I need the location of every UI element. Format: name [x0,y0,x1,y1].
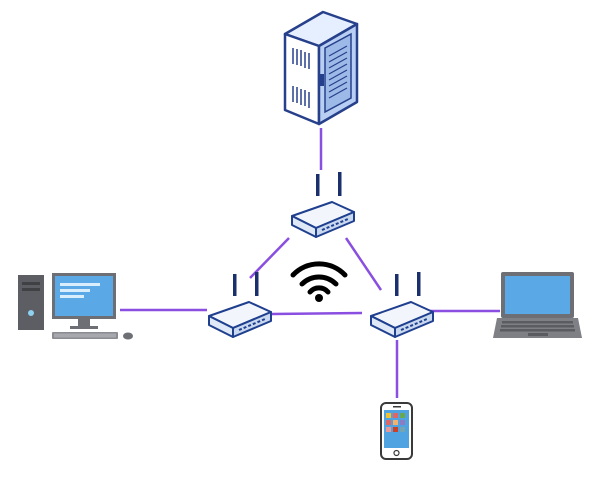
wifi-icon [290,261,348,302]
desktop-computer-icon [18,273,133,340]
router-top-icon [291,171,355,238]
smartphone-icon [380,402,413,460]
server-rack-icon [283,10,359,126]
router-right-icon [370,271,434,338]
link-router-top-router-left [249,237,290,279]
laptop-icon [493,272,582,338]
link-router-left-router-right [271,311,363,316]
link-router-top-router-right [344,237,383,291]
router-left-icon [208,271,272,338]
links [120,128,500,398]
